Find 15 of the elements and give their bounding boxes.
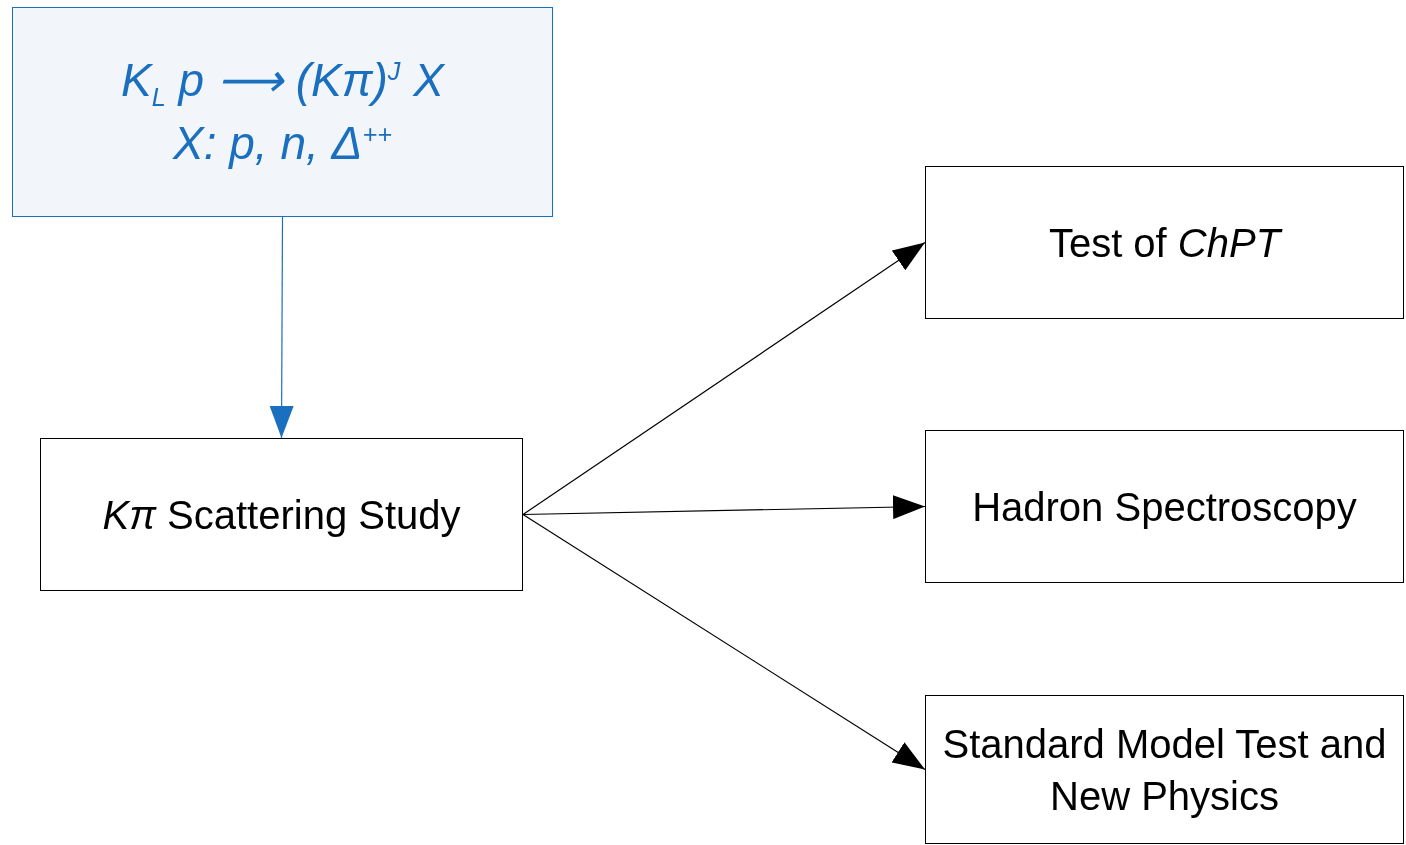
box-label: Test of ChPT xyxy=(1048,219,1281,267)
process-box xyxy=(925,430,1404,583)
box-label: Hadron Spectroscopy xyxy=(972,483,1357,531)
process-box xyxy=(40,438,523,591)
formula-text: X: p, n, Δ$^{++}$ xyxy=(173,115,392,171)
arrow xyxy=(522,241,926,516)
reaction-box xyxy=(12,7,553,217)
box-label: Standard Model Test and New Physics xyxy=(941,720,1388,820)
process-box xyxy=(925,695,1404,844)
box-label: Kπ Scattering Study xyxy=(102,491,461,539)
process-box xyxy=(925,166,1404,319)
arrow xyxy=(522,513,926,771)
arrow xyxy=(269,216,294,439)
formula-text: K$_{L}$ p ⟶ (Kπ)$^{J}$ X xyxy=(121,52,444,113)
arrow xyxy=(522,495,926,520)
